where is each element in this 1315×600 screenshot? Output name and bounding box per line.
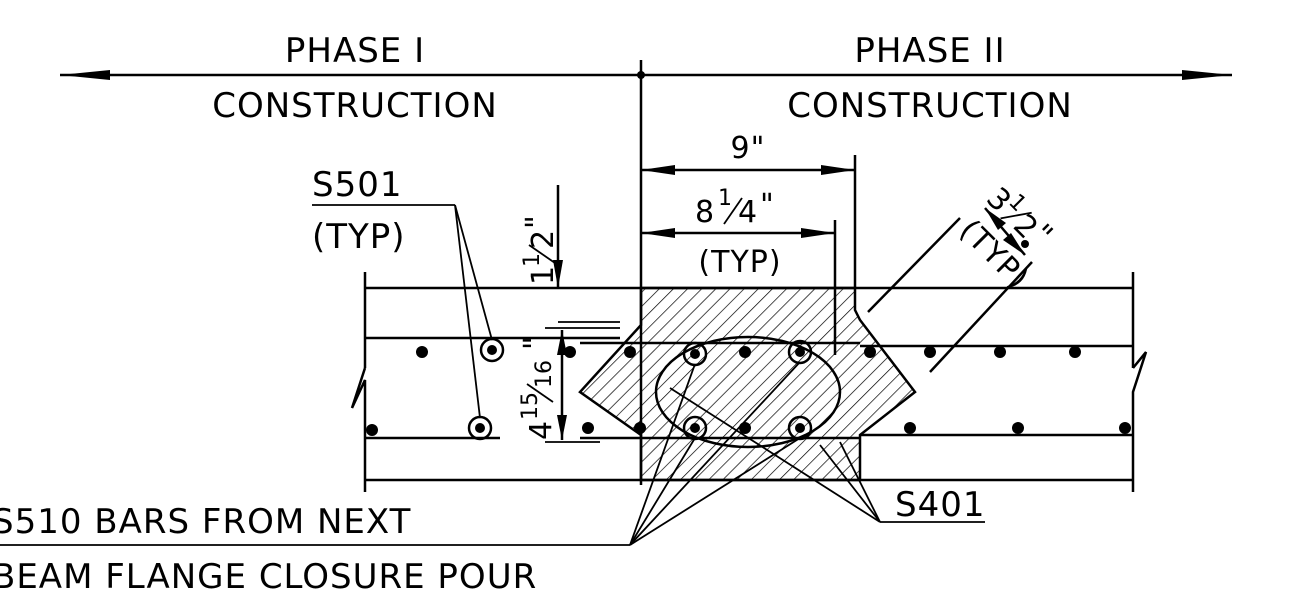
one-half-dimension [553, 185, 620, 323]
svg-text:2: 2 [526, 229, 561, 249]
svg-text:1: 1 [520, 253, 545, 267]
nine-inch-dimension [641, 155, 857, 288]
left-arrowhead-icon [60, 70, 110, 80]
svg-text:8: 8 [695, 195, 715, 230]
nine-inch-label: 9" [731, 131, 766, 166]
three-half-dimension [867, 207, 1033, 373]
eight-quarter-dimension [641, 220, 837, 355]
three-half-label: 3 1 2 " [979, 181, 1059, 253]
four-15-16-dimension [545, 327, 620, 443]
svg-text:": " [760, 188, 775, 223]
s510-label-line1: S510 BARS FROM NEXT [0, 502, 411, 542]
phase-1-title: PHASE I [285, 31, 425, 71]
bar-enclosure-ellipse [654, 335, 842, 449]
four-15-16-label: 4 15 16 " [518, 335, 559, 440]
right-arrowhead-icon [1182, 70, 1232, 80]
s501-leader [312, 204, 493, 419]
svg-text:16: 16 [532, 360, 557, 388]
s501-label: S501 [312, 165, 402, 205]
one-half-label: 1 1 2 " [520, 214, 561, 285]
s510-label-line2: BEAM FLANGE CLOSURE POUR [0, 557, 537, 597]
phase-2-title: PHASE II [854, 31, 1005, 71]
eight-quarter-label: 8 1 4 " [695, 186, 775, 230]
phase-1-subtitle: CONSTRUCTION [212, 86, 498, 126]
s501-typ-note: (TYP) [312, 217, 406, 257]
s401-leader [669, 387, 985, 523]
svg-text:1: 1 [718, 186, 732, 211]
svg-text:4: 4 [738, 195, 758, 230]
typ-note: (TYP) [698, 245, 781, 280]
svg-text:1: 1 [526, 265, 561, 285]
s401-label: S401 [895, 485, 985, 525]
svg-text:4: 4 [524, 420, 559, 440]
closure-pour-hatched-region [578, 286, 917, 482]
svg-text:": " [520, 214, 555, 229]
phase-2-subtitle: CONSTRUCTION [787, 86, 1073, 126]
s510-leader [0, 361, 801, 546]
svg-text:15: 15 [518, 392, 543, 420]
svg-text:": " [518, 335, 553, 350]
rebar-dots [366, 346, 1131, 436]
